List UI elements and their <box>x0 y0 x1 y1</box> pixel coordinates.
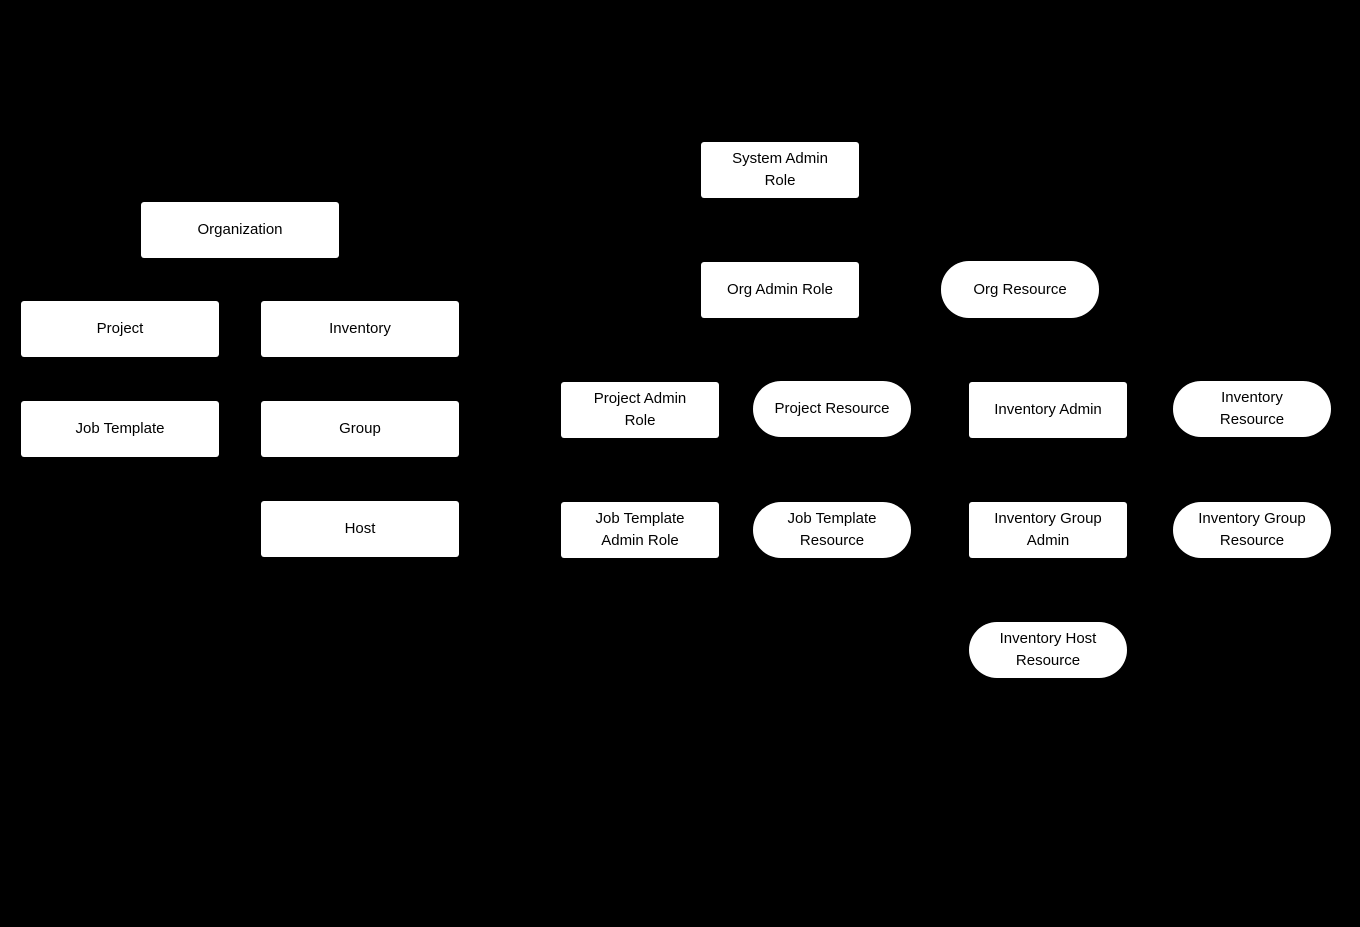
node-job-template: Job Template <box>21 401 219 457</box>
node-inventory-group-admin: Inventory Group Admin <box>969 502 1127 558</box>
node-group: Group <box>261 401 459 457</box>
node-project-resource: Project Resource <box>753 381 911 437</box>
node-job-template-admin-role: Job Template Admin Role <box>561 502 719 558</box>
node-org-admin-role: Org Admin Role <box>701 262 859 318</box>
node-system-admin-role: System Admin Role <box>701 142 859 198</box>
node-inventory-admin: Inventory Admin <box>969 382 1127 438</box>
node-project-admin-role: Project Admin Role <box>561 382 719 438</box>
node-project: Project <box>21 301 219 357</box>
node-inventory-host-resource: Inventory Host Resource <box>969 622 1127 678</box>
node-host: Host <box>261 501 459 557</box>
node-inventory-resource: Inventory Resource <box>1173 381 1331 437</box>
node-inventory: Inventory <box>261 301 459 357</box>
node-inventory-group-resource: Inventory Group Resource <box>1173 502 1331 558</box>
node-org-resource: Org Resource <box>941 261 1099 318</box>
node-job-template-resource: Job Template Resource <box>753 502 911 558</box>
node-organization: Organization <box>141 202 339 258</box>
